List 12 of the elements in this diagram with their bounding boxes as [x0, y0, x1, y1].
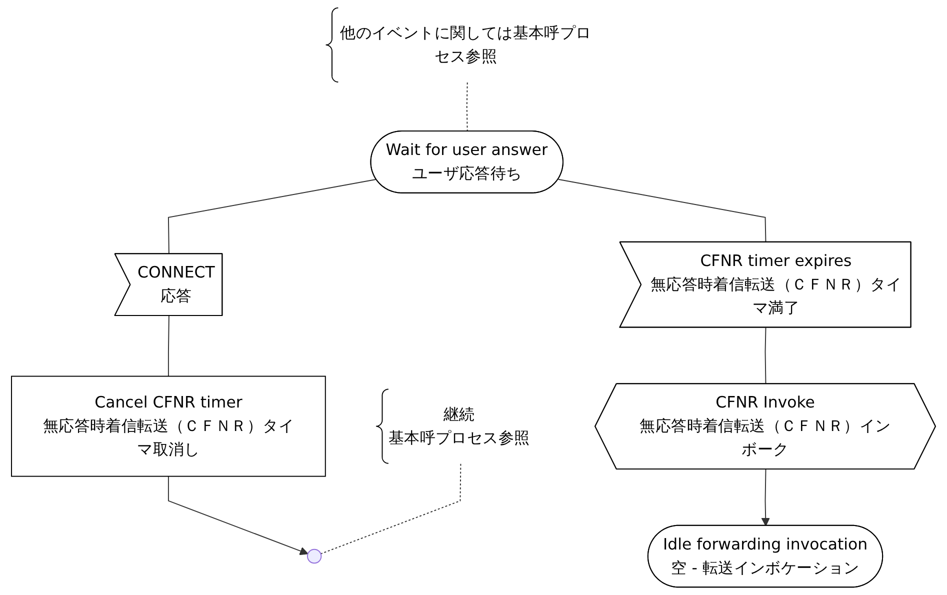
- arrow: [168, 476, 308, 556]
- node-text: 他のイベントに関しては基本呼プロセス参照: [340, 23, 592, 66]
- node-circle: [306, 548, 322, 564]
- node-text: 継続 基本呼プロセス参照: [388, 404, 530, 447]
- connector: [320, 463, 462, 554]
- connector: [168, 315, 170, 377]
- connector: [558, 178, 766, 243]
- arrow: [761, 468, 770, 526]
- connector: [168, 178, 377, 255]
- connector: [764, 327, 766, 385]
- node-box: Cancel CFNR timer 無応答時着信転送（ＣＦＮＲ）タイマ取消し: [11, 376, 326, 477]
- connector: [466, 82, 468, 132]
